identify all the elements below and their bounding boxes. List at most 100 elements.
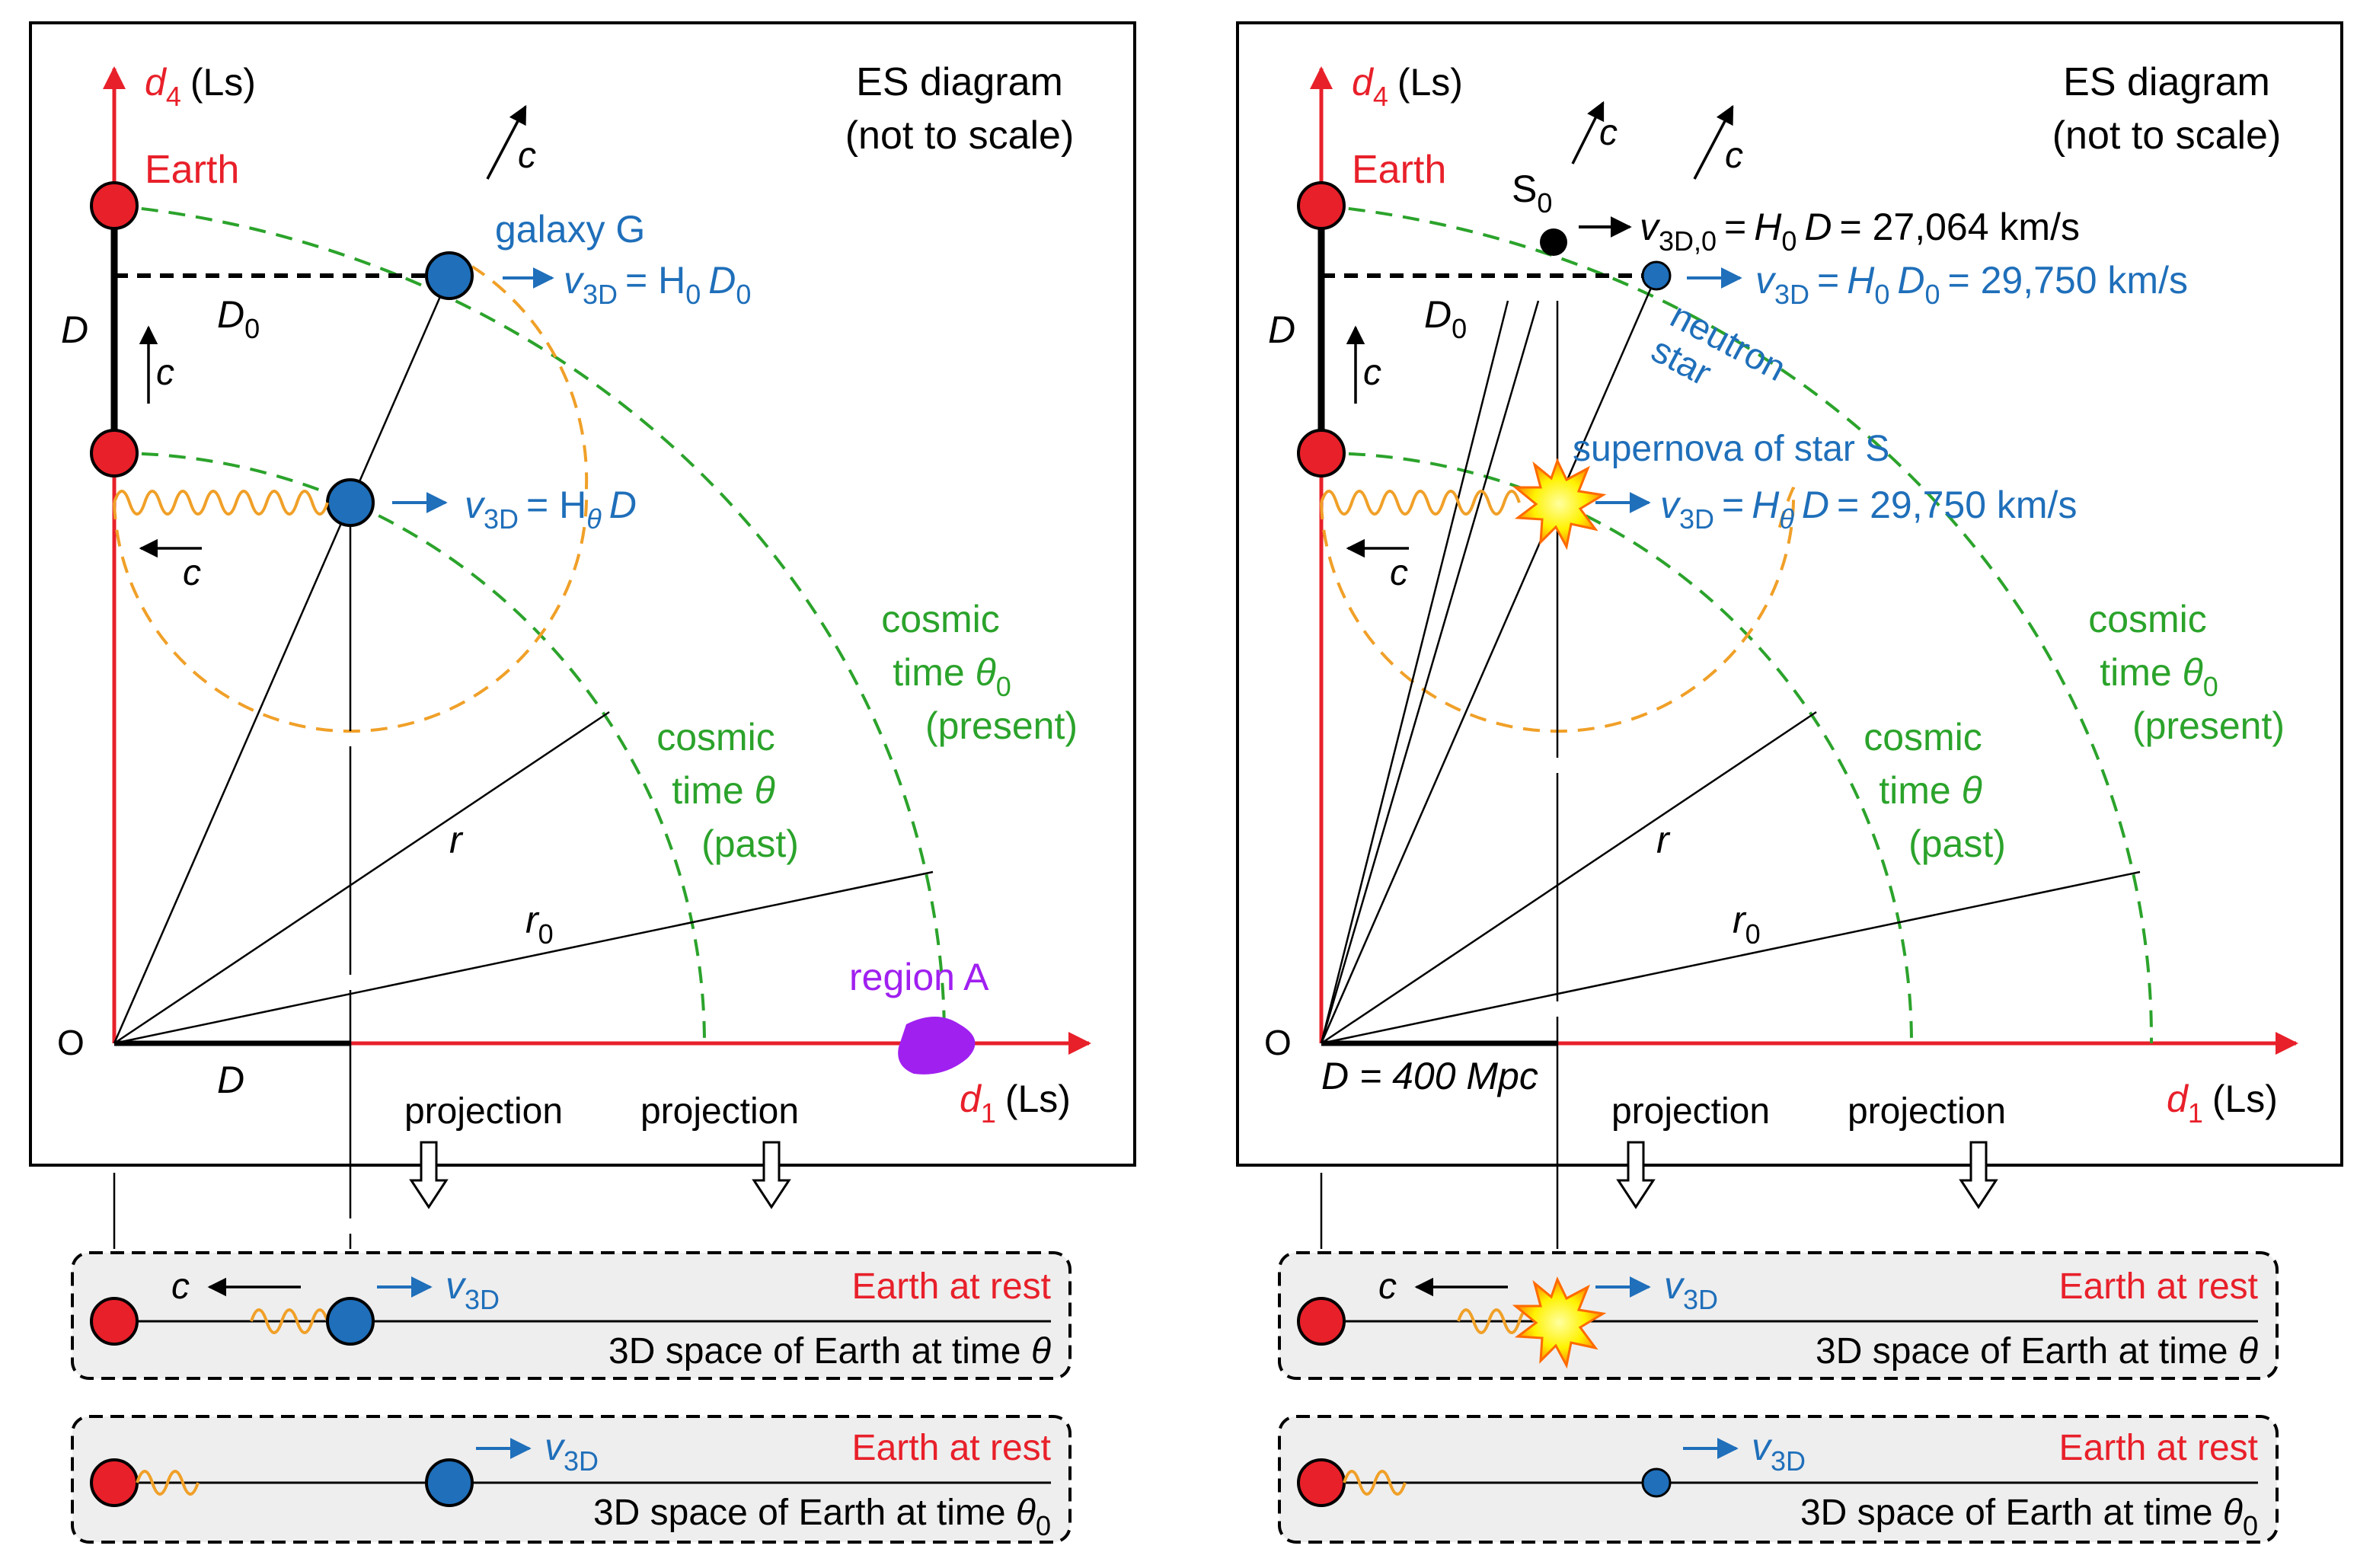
- projection-label-2: projection: [640, 1091, 799, 1132]
- cosmic-present-note-right: (present): [2132, 704, 2285, 747]
- light-cone-arc-right: [1320, 487, 1796, 733]
- cosmic-present-time-right: time θ0: [2100, 651, 2218, 702]
- space-caption-theta: 3D space of Earth at time θ: [608, 1331, 1051, 1372]
- cosmic-time-past-arc: [113, 452, 706, 1044]
- galaxy-past: [326, 478, 375, 527]
- earth-present: [90, 181, 139, 230]
- es-diagram-title-right: ES diagram: [2063, 60, 2270, 104]
- supernova-burst-theta: [1512, 1276, 1607, 1369]
- d4-axis-label-right: d4(Ls): [1352, 61, 1463, 112]
- worldline-galaxy: [113, 275, 451, 1044]
- d1-axis-label: d1(Ls): [960, 1078, 1071, 1129]
- space-caption-theta0: 3D space of Earth at time θ0: [593, 1493, 1051, 1541]
- cosmic-time-past-arc-right: [1321, 452, 1913, 1044]
- right-panel: d4(Ls) d1(Ls) O ES diagram (not to scale…: [1236, 21, 2343, 1544]
- supernova-burst: [1512, 458, 1607, 551]
- left-panel-frame: [29, 21, 1136, 1167]
- projection-arrow-1: [409, 1141, 449, 1209]
- wave-theta-right: [1457, 1308, 1536, 1334]
- not-to-scale-note: (not to scale): [845, 113, 1075, 158]
- light-speed-label-up-right: c: [1363, 353, 1381, 393]
- velocity-label-theta0-right: v3D: [1752, 1426, 1806, 1477]
- projection-label-4: projection: [1848, 1091, 2006, 1132]
- cosmic-time-present-arc: [113, 204, 947, 1044]
- radius-r-right: [1321, 711, 1817, 1045]
- light-speed-arrow-diagonal-1: [1571, 101, 1605, 164]
- galaxy-theta0: [425, 1458, 474, 1507]
- cosmic-past-time-right: time θ: [1879, 769, 1982, 812]
- right-panel-frame: [1236, 21, 2343, 1167]
- earth-past-right: [1297, 429, 1346, 477]
- distance-D0-label-right: D0: [1424, 293, 1467, 344]
- supernova-label: supernova of star S: [1573, 429, 1889, 469]
- light-wave-signal-right: [1320, 490, 1521, 516]
- cosmic-present-note: (present): [925, 704, 1078, 747]
- light-speed-label-diagonal: c: [518, 136, 536, 176]
- star-s0: [1540, 228, 1567, 256]
- d1-axis-label-right: d1(Ls): [2167, 1078, 2278, 1129]
- space-caption-theta0-right: 3D space of Earth at time θ0: [1800, 1493, 2258, 1541]
- earth-at-rest-theta0: Earth at rest: [852, 1428, 1051, 1468]
- distance-D-label-vertical-right: D: [1268, 308, 1295, 351]
- light-label-theta: c: [171, 1266, 190, 1307]
- earth-theta-right: [1297, 1297, 1346, 1346]
- earth-at-rest-theta0-right: Earth at rest: [2059, 1428, 2258, 1468]
- not-to-scale-note-right: (not to scale): [2052, 113, 2282, 158]
- radius-r0-label-right: r0: [1733, 899, 1761, 950]
- distance-400mpc-label: D = 400 Mpc: [1321, 1055, 1538, 1097]
- wave-theta: [250, 1308, 329, 1334]
- cosmic-present-label-right: cosmic: [2088, 598, 2207, 640]
- galaxy-theta: [326, 1297, 375, 1346]
- earth-theta0-right: [1297, 1458, 1346, 1507]
- cosmic-past-note: (past): [701, 822, 799, 865]
- radius-r0-right: [1321, 870, 2141, 1045]
- velocity-label-theta: v3D: [446, 1264, 500, 1315]
- cosmic-present-label: cosmic: [881, 598, 1000, 640]
- region-a-label: region A: [849, 956, 989, 998]
- neutron-star-theta0: [1641, 1467, 1672, 1498]
- radius-r0: [113, 870, 934, 1045]
- radius-r0-label: r0: [525, 899, 554, 950]
- cosmic-past-time: time θ: [672, 769, 774, 812]
- radius-r-label: r: [449, 819, 464, 861]
- region-a-blob: [898, 1017, 976, 1075]
- light-speed-label-up: c: [156, 353, 174, 393]
- earth-present-right: [1297, 181, 1346, 230]
- light-label-theta-right: c: [1378, 1266, 1397, 1307]
- projection-arrow-3: [1616, 1141, 1656, 1209]
- velocity-label-theta-right: v3D: [1664, 1264, 1718, 1315]
- worldline-s0-b: [1320, 300, 1509, 1044]
- cosmic-past-label: cosmic: [656, 716, 775, 758]
- light-speed-label-diagonal-2: c: [1725, 136, 1743, 176]
- worldline-neutron-star: [1320, 275, 1658, 1044]
- cosmic-present-time: time θ0: [893, 651, 1011, 702]
- neutron-star: [1641, 260, 1672, 291]
- light-speed-arrow-diagonal-2: [1693, 104, 1734, 180]
- projection-arrow-4: [1959, 1141, 1998, 1209]
- galaxy-label: galaxy G: [495, 208, 645, 251]
- earth-past: [90, 429, 139, 477]
- earth-label-right: Earth: [1352, 148, 1446, 192]
- space-panel-theta: [71, 1251, 1072, 1380]
- wave-theta0: [136, 1470, 200, 1496]
- es-diagram-title: ES diagram: [856, 60, 1063, 104]
- distance-D-label-horizontal: D: [217, 1059, 244, 1101]
- origin-label-right: O: [1264, 1023, 1292, 1062]
- light-wave-signal: [113, 490, 329, 516]
- distance-D-label-vertical: D: [61, 308, 88, 351]
- space-panel-theta-right: [1278, 1251, 2279, 1380]
- light-speed-label-left-right: c: [1390, 553, 1408, 593]
- earth-theta: [90, 1297, 139, 1346]
- light-speed-label-left: c: [183, 553, 201, 593]
- radius-r: [113, 711, 610, 1045]
- left-panel: d4(Ls) d1(Ls) O ES diagram (not to scale…: [29, 21, 1136, 1544]
- radius-r-label-right: r: [1656, 819, 1671, 861]
- space-caption-theta-right: 3D space of Earth at time θ: [1816, 1331, 2258, 1372]
- distance-D0-label: D0: [217, 293, 260, 344]
- projection-label-3: projection: [1611, 1091, 1770, 1132]
